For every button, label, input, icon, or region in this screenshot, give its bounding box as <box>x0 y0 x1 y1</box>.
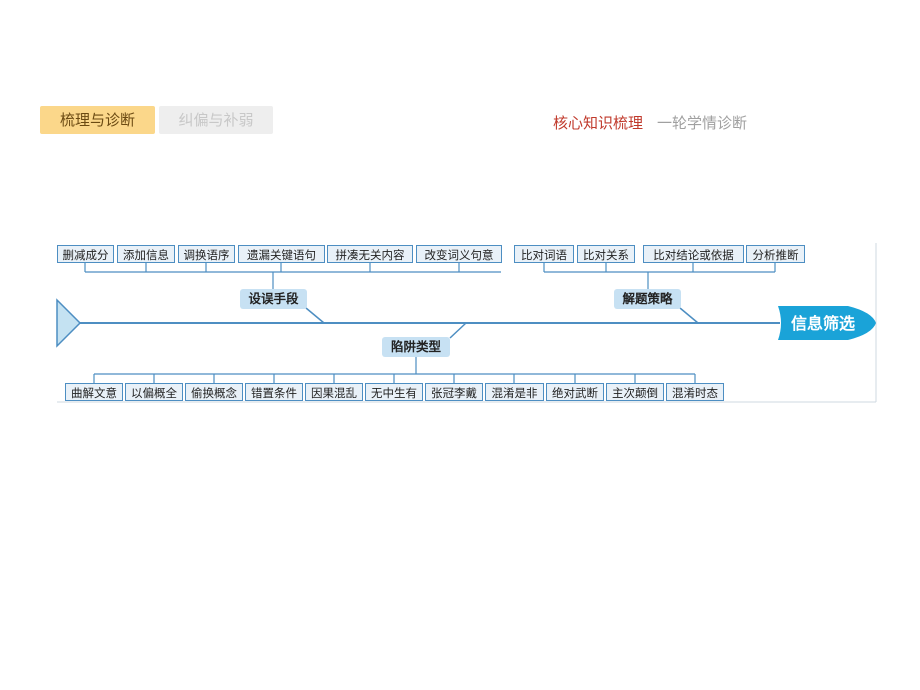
method-item: 改变词义句意 <box>416 245 502 263</box>
trap-item: 混淆时态 <box>666 383 724 401</box>
trap-item: 张冠李戴 <box>425 383 483 401</box>
branch-node-strategies: 解题策略 <box>614 289 681 309</box>
trap-item: 主次颠倒 <box>606 383 664 401</box>
section-title: 核心知识梳理 <box>553 114 644 132</box>
strategy-item: 比对结论或依据 <box>643 245 744 263</box>
trap-item: 因果混乱 <box>305 383 363 401</box>
trap-item: 绝对武断 <box>546 383 604 401</box>
branch-node-methods: 设误手段 <box>240 289 307 309</box>
strategy-item: 比对词语 <box>514 245 574 263</box>
tab-correction-reinforcement[interactable]: 纠偏与补弱 <box>159 106 273 134</box>
subsection-title: 一轮学情诊断 <box>657 114 748 132</box>
fish-head-shape <box>778 306 876 340</box>
fish-head-label: 信息筛选 <box>790 314 855 333</box>
trap-item: 错置条件 <box>245 383 303 401</box>
trap-item: 无中生有 <box>365 383 423 401</box>
trap-item: 以偏概全 <box>125 383 183 401</box>
header-breadcrumb: 核心知识梳理一轮学情诊断 <box>553 112 747 133</box>
trap-item: 混淆是非 <box>485 383 544 401</box>
tab-review-diagnosis[interactable]: 梳理与诊断 <box>40 106 155 134</box>
trap-item: 偷换概念 <box>185 383 243 401</box>
trap-item: 曲解文意 <box>65 383 123 401</box>
method-item: 删减成分 <box>57 245 114 263</box>
method-item: 调换语序 <box>178 245 235 263</box>
method-item: 添加信息 <box>117 245 175 263</box>
strategy-item: 分析推断 <box>746 245 805 263</box>
method-item: 拼凑无关内容 <box>327 245 413 263</box>
method-item: 遗漏关键语句 <box>238 245 325 263</box>
branch-node-traps: 陷阱类型 <box>382 337 450 357</box>
fish-tail-shape <box>56 298 82 348</box>
strategy-item: 比对关系 <box>577 245 635 263</box>
